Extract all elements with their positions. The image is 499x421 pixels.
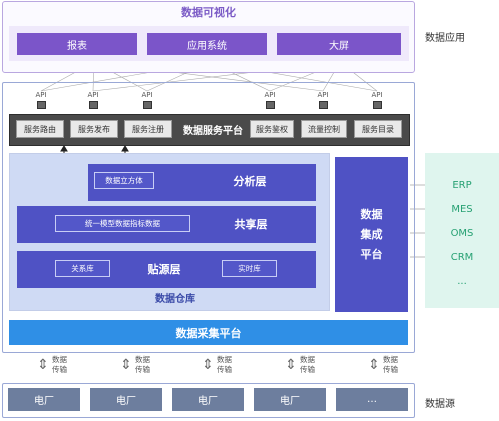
realtime-db-box[interactable]: 实时库 <box>222 260 277 277</box>
traffic-control-button[interactable]: 流量控制 <box>301 120 347 138</box>
app-system-button[interactable]: 应用系统 <box>147 33 267 55</box>
data-cube-box[interactable]: 数据立方体 <box>94 172 154 189</box>
side-label-data-source: 数据源 <box>425 398 455 410</box>
systems-panel <box>425 153 499 308</box>
transfer-arrow-icon: ⇕ <box>202 357 214 373</box>
app-title: 数据可视化 <box>181 6 236 19</box>
api-port-icon <box>37 101 46 109</box>
transfer-label: 数据传输 <box>300 355 315 374</box>
service-platform-title: 数据服务平台 <box>183 125 243 137</box>
integration-line-2: 集成 <box>360 227 383 241</box>
service-catalog-button[interactable]: 服务目录 <box>354 120 402 138</box>
service-routing-button[interactable]: 服务路由 <box>16 120 64 138</box>
data-collection-platform[interactable]: 数据采集平台 <box>9 320 408 345</box>
api-port-icon <box>373 101 382 109</box>
service-register-button[interactable]: 服务注册 <box>124 120 172 138</box>
transfer-label: 数据传输 <box>52 355 67 374</box>
power-plant-2[interactable]: 电厂 <box>90 388 162 411</box>
system-oms: OMS <box>450 227 474 239</box>
transfer-label: 数据传输 <box>383 355 398 374</box>
big-screen-button[interactable]: 大屏 <box>277 33 401 55</box>
api-label: API <box>371 91 383 99</box>
transfer-arrow-icon: ⇕ <box>120 357 132 373</box>
service-publish-button[interactable]: 服务发布 <box>70 120 118 138</box>
api-label: API <box>317 91 329 99</box>
unified-model-box[interactable]: 统一模型数据指标数据 <box>55 215 190 232</box>
api-port-icon <box>89 101 98 109</box>
analysis-layer-title: 分析层 <box>233 175 267 188</box>
system-crm: CRM <box>450 251 474 263</box>
system-more: ... <box>457 275 467 287</box>
report-button[interactable]: 报表 <box>17 33 137 55</box>
transfer-label: 数据传输 <box>135 355 150 374</box>
integration-line-3: 平台 <box>360 247 383 261</box>
transfer-arrow-icon: ⇕ <box>285 357 297 373</box>
power-plant-more[interactable]: … <box>336 388 408 411</box>
api-label: API <box>141 91 153 99</box>
source-layer-title: 贴源层 <box>147 263 181 276</box>
service-auth-button[interactable]: 服务鉴权 <box>250 120 294 138</box>
power-plant-1[interactable]: 电厂 <box>8 388 80 411</box>
api-port-icon <box>143 101 152 109</box>
main-frame <box>2 82 415 353</box>
api-label: API <box>87 91 99 99</box>
transfer-arrow-icon: ⇕ <box>368 357 380 373</box>
power-plant-4[interactable]: 电厂 <box>254 388 326 411</box>
shared-layer-title: 共享层 <box>234 218 268 231</box>
transfer-arrow-icon: ⇕ <box>37 357 49 373</box>
api-port-icon <box>319 101 328 109</box>
system-mes: MES <box>451 203 473 215</box>
system-erp: ERP <box>452 179 472 191</box>
data-source-frame <box>2 383 415 418</box>
relational-db-box[interactable]: 关系库 <box>55 260 110 277</box>
api-label: API <box>35 91 47 99</box>
transfer-label: 数据传输 <box>217 355 232 374</box>
integration-line-1: 数据 <box>360 207 383 221</box>
side-label-data-application: 数据应用 <box>425 32 465 44</box>
api-label: API <box>264 91 276 99</box>
api-port-icon <box>266 101 275 109</box>
power-plant-3[interactable]: 电厂 <box>172 388 244 411</box>
data-integration-platform[interactable]: 数据 集成 平台 <box>335 157 408 312</box>
warehouse-label: 数据仓库 <box>155 294 195 305</box>
